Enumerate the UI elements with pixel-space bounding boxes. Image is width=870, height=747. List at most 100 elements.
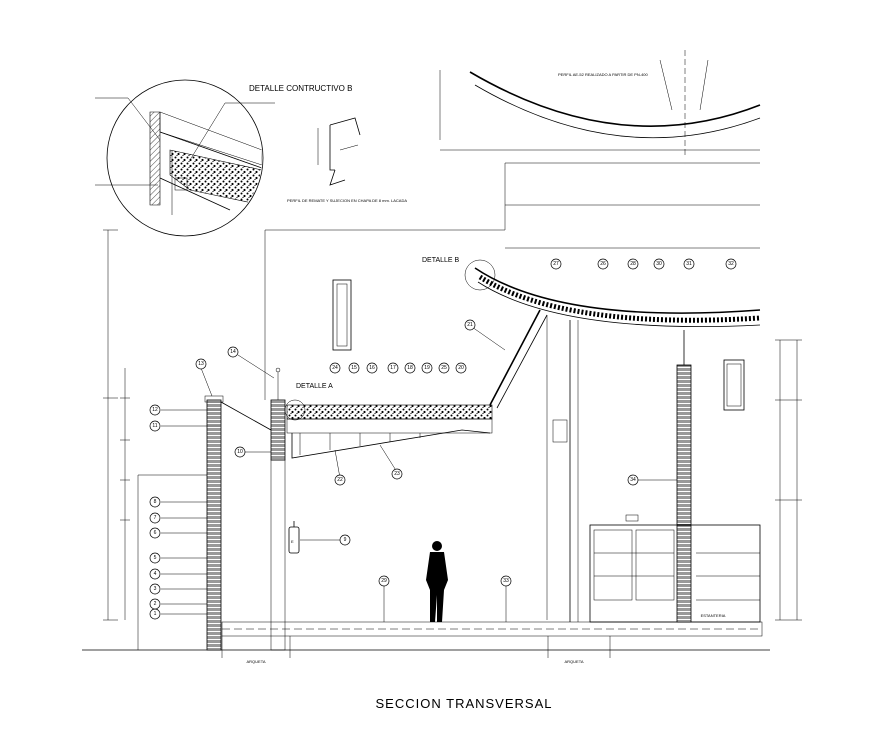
detail-b-label: DETALLE B [422, 257, 460, 264]
callout-bubble-28 [627, 258, 639, 270]
callout-number-6: 6 [154, 530, 157, 536]
callout-bubble-34 [627, 474, 639, 486]
left-dimensions [103, 229, 130, 621]
callout-number-24: 24 [332, 365, 338, 371]
callout-bubble-10 [234, 446, 246, 458]
curved-roof [464, 259, 761, 327]
arqueta-markers [221, 636, 611, 658]
callout-bubble-8 [149, 496, 161, 508]
callout-number-21: 21 [467, 322, 473, 328]
callout-number-4: 4 [154, 571, 157, 577]
callout-bubble-27 [550, 258, 562, 270]
arqueta-label-right: ARQUETA [564, 659, 583, 664]
callout-number-16: 16 [369, 365, 375, 371]
callout-number-18: 18 [407, 365, 413, 371]
callout-bubble-14 [227, 346, 239, 358]
callout-number-32: 32 [728, 261, 734, 267]
arqueta-label-left: ARQUETA [246, 659, 265, 664]
callout-bubble-23 [391, 468, 403, 480]
callout-number-29: 29 [381, 578, 387, 584]
callout-bubble-21 [464, 319, 476, 331]
extinguisher-letter: E [291, 539, 294, 544]
drawing-title: SECCION TRANSVERSAL [376, 696, 553, 711]
callout-number-23: 23 [394, 471, 400, 477]
callout-number-20: 20 [458, 365, 464, 371]
callout-number-13: 13 [198, 361, 204, 367]
callout-bubble-5 [149, 552, 161, 564]
callout-number-1: 1 [154, 611, 157, 617]
upper-window [332, 279, 352, 351]
upper-window-inner [336, 283, 348, 347]
rear-wall-outline [264, 162, 760, 400]
callout-number-11: 11 [152, 423, 157, 429]
callout-bubble-18 [404, 362, 416, 374]
right-dimensions [775, 339, 802, 621]
callout-bubble-30 [653, 258, 665, 270]
callout-number-28: 28 [630, 261, 636, 267]
callout-bubble-15 [348, 362, 360, 374]
human-figure-icon [426, 541, 448, 622]
shelving-unit [589, 514, 761, 623]
sub-note: PERFIL DE REMATE Y SUJECION EN CHAPA DE … [287, 198, 407, 203]
callout-number-8: 8 [154, 499, 157, 505]
callout-number-10: 10 [237, 449, 243, 455]
callout-bubble-9 [339, 534, 351, 546]
callout-bubble-19 [421, 362, 433, 374]
callout-bubble-11 [149, 420, 161, 432]
callout-bubble-13 [195, 358, 207, 370]
callout-bubble-17 [387, 362, 399, 374]
left-annex-outline [137, 474, 210, 650]
inner-column [270, 367, 286, 651]
callout-number-14: 14 [230, 349, 236, 355]
callout-bubble-31 [683, 258, 695, 270]
callout-number-30: 30 [656, 261, 662, 267]
callout-bubble-25 [438, 362, 450, 374]
callout-bubble-33 [500, 575, 512, 587]
callout-bubble-7 [149, 512, 161, 524]
callout-bubble-29 [378, 575, 390, 587]
callout-number-34: 34 [630, 477, 636, 483]
right-column [676, 330, 692, 623]
callout-bubble-20 [455, 362, 467, 374]
callout-bubble-3 [149, 583, 161, 595]
callout-number-9: 9 [344, 537, 347, 543]
callout-number-26: 26 [600, 261, 606, 267]
detail-b-title: DETALLE CONTRUCTIVO B [249, 84, 352, 93]
callout-number-33: 33 [503, 578, 509, 584]
callout-number-12: 12 [152, 407, 158, 413]
roof-slab-a [284, 399, 493, 459]
callout-bubble-16 [366, 362, 378, 374]
callout-bubble-26 [597, 258, 609, 270]
callout-bubble-24 [329, 362, 341, 374]
callout-number-2: 2 [154, 601, 157, 607]
right-interior [552, 320, 745, 622]
callout-bubble-12 [149, 404, 161, 416]
detail-a-label: DETALLE A [296, 383, 333, 390]
profile-detail-sketch [317, 117, 361, 186]
callout-number-7: 7 [154, 515, 157, 521]
callout-number-22: 22 [337, 477, 343, 483]
callout-number-5: 5 [154, 555, 157, 561]
sloped-strut [489, 309, 548, 620]
callout-bubble-22 [334, 474, 346, 486]
callout-bubble-4 [149, 568, 161, 580]
callout-number-31: 31 [686, 261, 692, 267]
callout-number-15: 15 [351, 365, 357, 371]
callout-bubble-32 [725, 258, 737, 270]
callout-number-3: 3 [154, 586, 157, 592]
fire-extinguisher-icon [288, 521, 300, 554]
callout-number-25: 25 [441, 365, 447, 371]
left-leaders [161, 326, 677, 622]
top-profile-arc [439, 50, 761, 155]
small-canopy [220, 401, 272, 431]
callout-bubble-2 [149, 598, 161, 610]
callout-number-19: 19 [424, 365, 430, 371]
left-facade-wall [204, 395, 224, 651]
profile-note: PERFIL AE-52 REALIZADO A PARTIR DE PN-40… [558, 72, 649, 77]
floor-slab [221, 621, 763, 637]
callout-number-17: 17 [390, 365, 396, 371]
callout-bubble-6 [149, 527, 161, 539]
callout-number-27: 27 [553, 261, 559, 267]
